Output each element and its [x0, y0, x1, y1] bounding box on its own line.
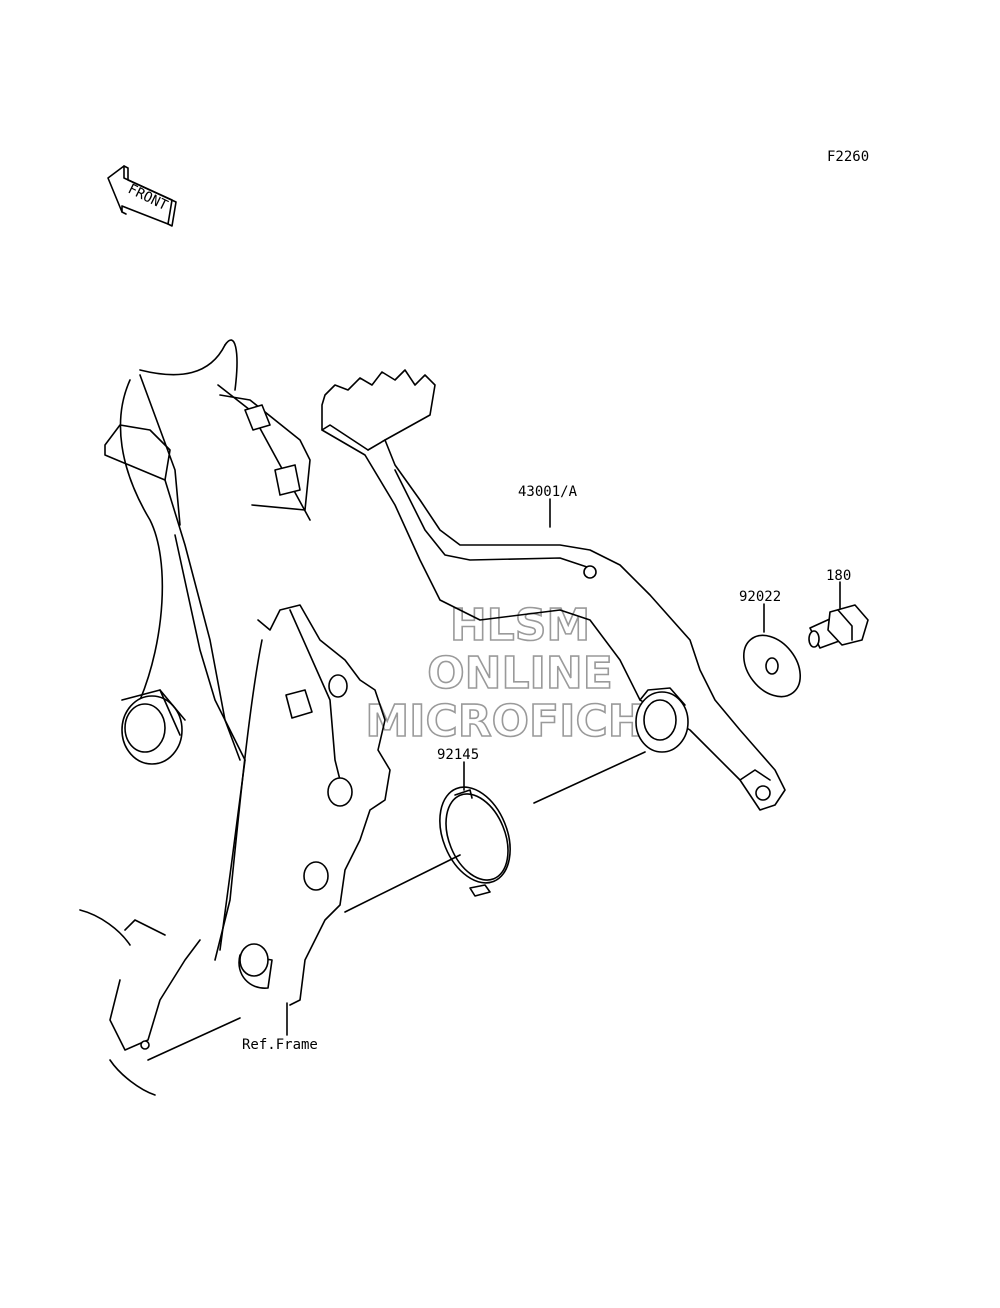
watermark-line1: HLSM [450, 600, 590, 651]
diagram-code: F2260 [827, 149, 869, 165]
callout-brake-pedal: 43001/A [518, 484, 578, 500]
brake-pedal-part [321, 369, 786, 811]
assembly-axis-lines [147, 498, 841, 1061]
return-spring-part [439, 786, 511, 897]
callout-ref-frame: Ref.Frame [242, 1037, 318, 1053]
watermark-line3: MICROFICHE [365, 696, 674, 747]
callout-washer: 92022 [739, 589, 781, 605]
callout-bolt: 180 [826, 568, 851, 584]
watermark-line2: ONLINE [427, 648, 613, 699]
watermark: HLSM ONLINE MICROFICHE [365, 599, 676, 748]
frame-drawing [79, 339, 391, 1096]
callout-spring: 92145 [437, 747, 479, 763]
front-arrow-icon: FRONT [107, 165, 177, 227]
bolt-part [808, 604, 869, 649]
washer-part [742, 634, 802, 698]
